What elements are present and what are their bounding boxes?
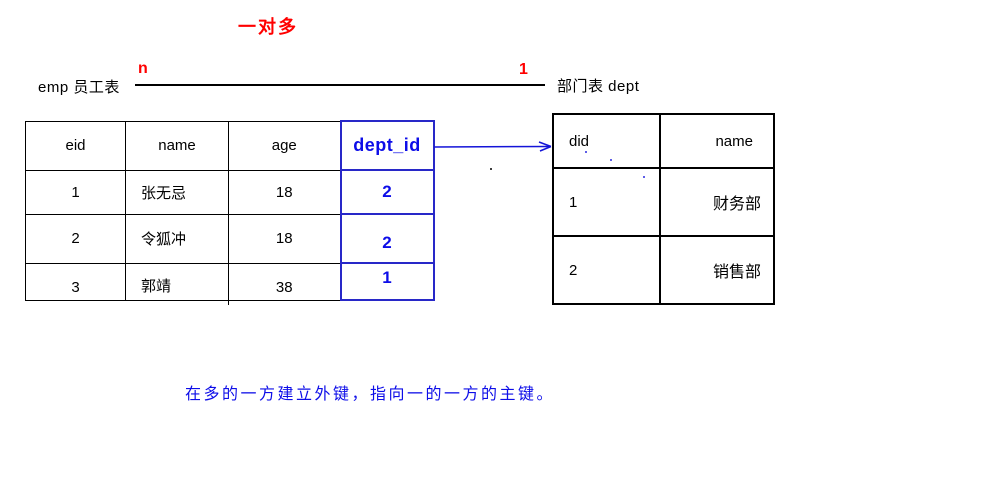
emp-cell-dept-id: 2 bbox=[339, 169, 435, 215]
foreign-key-arrow bbox=[434, 141, 552, 152]
dept-table-row: 1 财务部 bbox=[552, 167, 775, 237]
emp-cell-age: 18 bbox=[228, 169, 341, 215]
dept-header-name: name bbox=[659, 113, 775, 169]
dept-table: did name 1 财务部 2 销售部 bbox=[552, 113, 775, 305]
emp-cell-name: 张无忌 bbox=[125, 169, 229, 215]
note-text: 在多的一方建立外键，指向一的一方的主键。 bbox=[185, 386, 556, 403]
emp-table-label: emp 员工表 bbox=[38, 79, 120, 96]
emp-table-row: 1 张无忌 18 2 bbox=[25, 169, 435, 215]
emp-header-eid: eid bbox=[25, 120, 126, 171]
dept-cell-did: 2 bbox=[552, 235, 661, 305]
emp-table-row: 2 令狐冲 18 2 bbox=[25, 213, 435, 264]
emp-cell-eid: 3 bbox=[25, 262, 126, 301]
emp-cell-name: 令狐冲 bbox=[125, 213, 229, 264]
emp-table: eid name age dept_id 1 张无忌 18 2 2 令狐冲 18… bbox=[25, 120, 435, 301]
emp-header-name: name bbox=[125, 120, 229, 171]
stray-mark bbox=[643, 176, 645, 178]
stray-mark bbox=[585, 151, 587, 153]
dept-cell-name: 销售部 bbox=[659, 235, 775, 305]
dept-header-did: did bbox=[552, 113, 661, 169]
emp-cell-dept-id: 2 bbox=[339, 213, 435, 264]
relationship-line bbox=[135, 84, 545, 86]
emp-cell-dept-id: 1 bbox=[339, 262, 435, 301]
dept-cell-did: 1 bbox=[552, 167, 661, 237]
dept-table-row: 2 销售部 bbox=[552, 235, 775, 305]
dept-cell-name: 财务部 bbox=[659, 167, 775, 237]
stray-mark bbox=[610, 159, 612, 161]
emp-cell-name: 郭靖 bbox=[125, 262, 229, 301]
emp-header-dept-id: dept_id bbox=[339, 120, 435, 171]
dept-header-row: did name bbox=[552, 113, 775, 169]
cardinality-one-label: 1 bbox=[519, 61, 528, 78]
emp-cell-eid: 1 bbox=[25, 169, 126, 215]
page-title: 一对多 bbox=[238, 17, 298, 37]
emp-cell-age: 18 bbox=[228, 213, 341, 264]
stray-mark bbox=[490, 168, 492, 170]
emp-table-row: 3 郭靖 38 1 bbox=[25, 262, 435, 301]
emp-header-row: eid name age dept_id bbox=[25, 120, 435, 171]
stray-mark bbox=[228, 298, 229, 305]
cardinality-n-label: n bbox=[138, 60, 148, 77]
emp-header-age: age bbox=[228, 120, 341, 171]
emp-cell-age: 38 bbox=[228, 262, 341, 301]
dept-table-label: 部门表 dept bbox=[557, 78, 640, 95]
emp-cell-eid: 2 bbox=[25, 213, 126, 264]
